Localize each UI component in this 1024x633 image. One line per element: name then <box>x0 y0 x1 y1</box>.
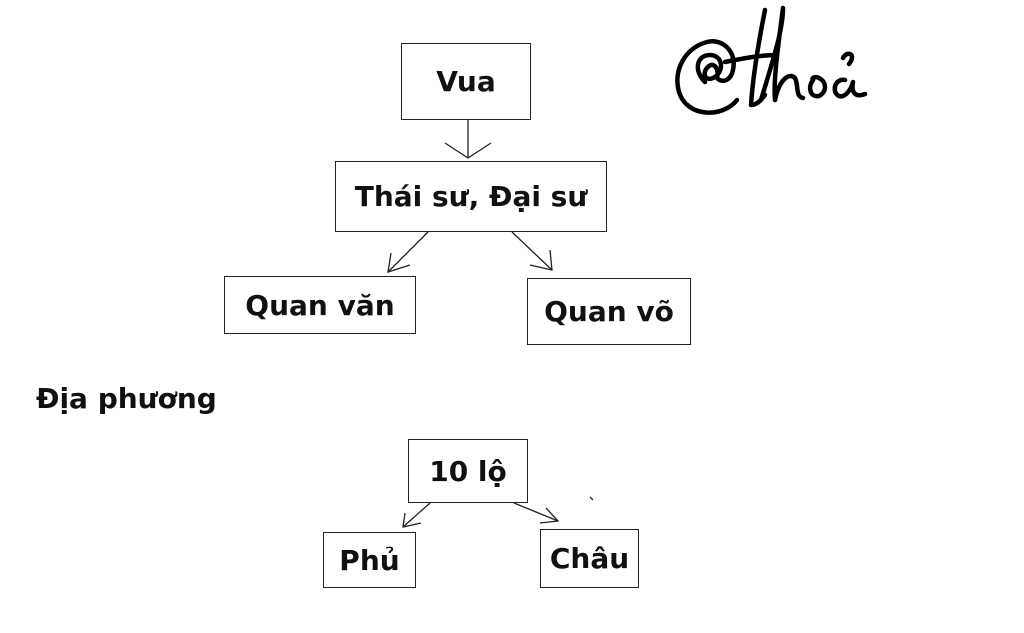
stray-mark <box>589 496 594 501</box>
arrowhead-route-to-prefecture <box>402 512 422 528</box>
arrowhead-council-to-military <box>529 249 553 271</box>
arrow-route-to-province <box>513 502 559 522</box>
arrowhead-route-to-province <box>539 507 560 524</box>
local-heading: Địa phương <box>36 382 217 415</box>
node-king: Vua <box>401 43 531 120</box>
node-council-label: Thái sư, Đại sư <box>354 180 588 213</box>
node-prefecture-label: Phủ <box>339 543 400 577</box>
arrow-route-to-prefecture <box>402 502 431 528</box>
node-prefecture: Phủ <box>323 532 416 588</box>
arrow-council-to-civil <box>387 231 429 273</box>
node-province: Châu <box>540 529 639 588</box>
node-province-label: Châu <box>549 542 630 575</box>
handwritten-signature <box>675 5 868 115</box>
node-route-label: 10 lộ <box>429 454 507 488</box>
arrowhead-council-to-civil <box>387 252 411 273</box>
node-military-officials-label: Quan võ <box>544 295 674 328</box>
node-civil-officials: Quan văn <box>224 276 416 334</box>
node-civil-officials-label: Quan văn <box>245 288 395 322</box>
node-king-label: Vua <box>436 65 496 98</box>
node-route: 10 lộ <box>408 439 528 503</box>
arrow-council-to-military <box>511 231 553 271</box>
arrowhead-king-to-council <box>444 142 492 159</box>
node-military-officials: Quan võ <box>527 278 691 345</box>
node-council: Thái sư, Đại sư <box>335 161 607 232</box>
